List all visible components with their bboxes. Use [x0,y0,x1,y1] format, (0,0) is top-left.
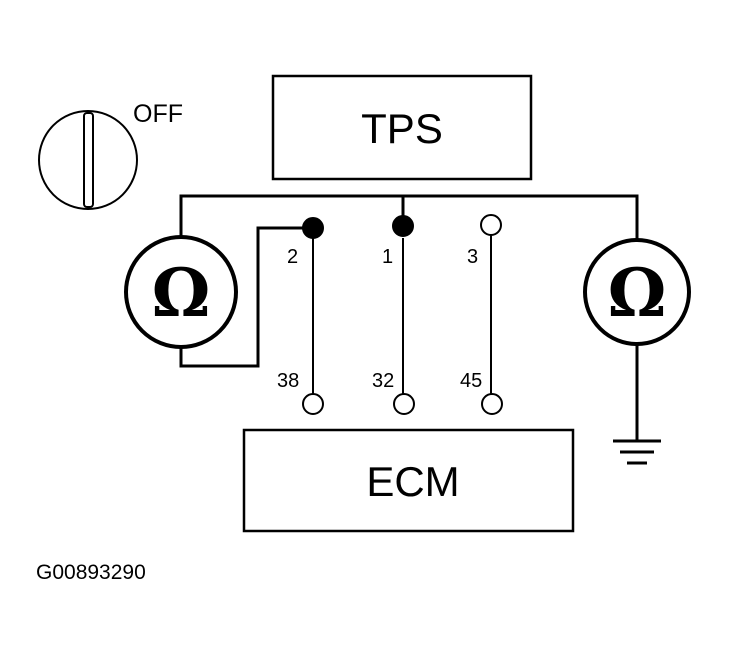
ignition-switch-icon [38,110,138,210]
ecm-pin-label: 45 [460,370,482,392]
ecm-box [242,428,575,533]
tps-pin-label: 1 [382,246,393,268]
tps-component: TPS [271,74,533,181]
ohmmeter-left-symbol: Ω [152,254,211,332]
ecm-pin-label: 32 [372,370,394,392]
tps-label: TPS [361,105,443,152]
tps-box [271,74,533,181]
tps-pin-label: 2 [287,246,298,268]
ohmmeter-left: Ω [124,235,238,349]
ground-icon [613,439,661,465]
ecm-pin-45-terminal [481,393,503,415]
tps-pin-1-terminal [392,215,414,237]
ohmmeter-right: Ω [583,238,691,346]
top-bus-wire [179,194,639,243]
ohmmeter-left-icon [124,235,238,349]
ohmmeter-right-symbol: Ω [608,254,667,332]
tps-pin-2-terminal [302,217,324,239]
ecm-pin-38-terminal [302,393,324,415]
ecm-pin-label: 38 [277,370,299,392]
ignition-key-slot-icon [83,112,94,208]
left-meter-lead-wire [179,226,313,368]
ecm-label: ECM [366,458,459,505]
tps-pin-3-terminal [480,214,502,236]
tps-pin-label: 3 [467,246,478,268]
ecm-pin-32-terminal [393,393,415,415]
ignition-switch-label: OFF [133,100,183,128]
ecm-component: ECM [242,428,575,533]
figure-id: G00893290 [36,561,146,584]
ignition-switch: OFF [38,100,183,210]
